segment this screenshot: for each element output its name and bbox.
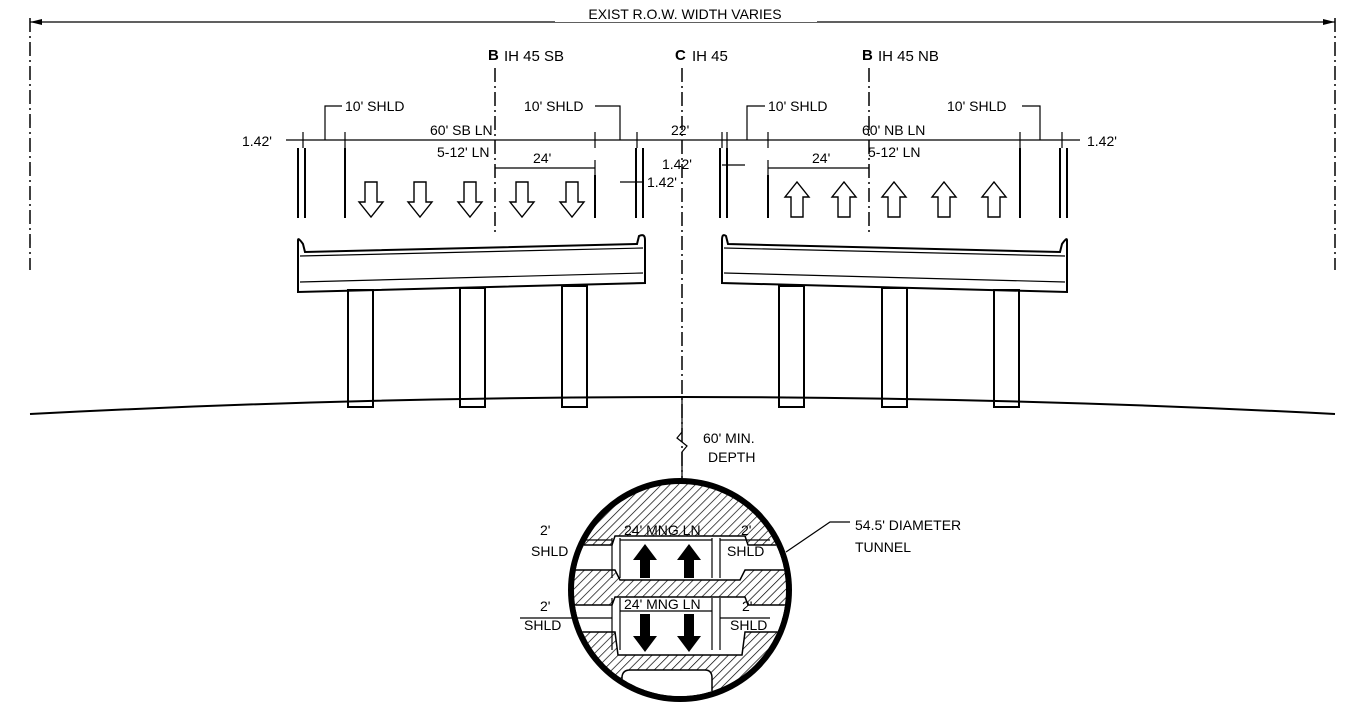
row-width-dimension: EXIST R.O.W. WIDTH VARIES bbox=[29, 4, 1336, 270]
nb-24-label: 24' bbox=[812, 150, 830, 166]
nb-pier bbox=[778, 285, 805, 408]
sb-baseline-label: IH 45 SB bbox=[504, 48, 564, 65]
tunnel: 2' SHLD 24' MNG LN 2' SHLD 2' SHLD 24' M… bbox=[520, 478, 961, 702]
lower-right-shld-label: SHLD bbox=[730, 617, 767, 633]
lower-mng-label: 24' MNG LN bbox=[624, 596, 701, 612]
depth-line1: 60' MIN. bbox=[703, 430, 755, 446]
sb-24-label: 24' bbox=[533, 150, 551, 166]
depth-dimension: 60' MIN. DEPTH bbox=[676, 398, 755, 484]
nb-bridge bbox=[721, 234, 1068, 408]
sb-right-shld-leader bbox=[595, 105, 621, 140]
sb-left-shld-leader bbox=[324, 105, 342, 140]
tunnel-lining bbox=[574, 484, 786, 696]
title-mask bbox=[555, 4, 817, 22]
nb-lanes-label: 60' NB LN bbox=[862, 122, 925, 138]
up-arrow-icon bbox=[633, 544, 657, 578]
nb-left-shld-label: 10' SHLD bbox=[768, 98, 827, 114]
sb-left-shld-label: 10' SHLD bbox=[345, 98, 404, 114]
median-width-label: 22' bbox=[671, 122, 689, 138]
up-arrow-icon bbox=[677, 544, 701, 578]
centerlines: B IH 45 SB C IH 45 B IH 45 NB bbox=[488, 47, 939, 490]
down-arrow-icon bbox=[677, 614, 701, 652]
depth-break-line bbox=[676, 398, 688, 484]
utility-void bbox=[621, 669, 713, 696]
tunnel-label-line2: TUNNEL bbox=[855, 539, 911, 555]
upper-left-shld-width: 2' bbox=[540, 522, 550, 538]
nb-deck bbox=[721, 234, 1068, 294]
sb-left-offset-label: 1.42' bbox=[242, 133, 272, 149]
sb-lane-count-label: 5-12' LN bbox=[437, 144, 489, 160]
down-arrow-icon bbox=[558, 181, 586, 219]
lower-left-shld-width: 2' bbox=[540, 598, 550, 614]
sb-right-shld-label: 10' SHLD bbox=[524, 98, 583, 114]
nb-lane-arrows bbox=[783, 180, 1008, 218]
depth-line2: DEPTH bbox=[708, 449, 755, 465]
nb-lane-count-label: 5-12' LN bbox=[868, 144, 920, 160]
nb-pier bbox=[993, 289, 1020, 408]
upper-mng-label: 24' MNG LN bbox=[624, 522, 701, 538]
ground-line bbox=[29, 396, 1336, 415]
row-left-arrow-icon bbox=[30, 19, 42, 25]
nb-right-offset-label: 1.42' bbox=[1087, 133, 1117, 149]
upper-left-shld-label: SHLD bbox=[531, 543, 568, 559]
up-arrow-icon bbox=[980, 180, 1008, 218]
sb-bridge bbox=[297, 234, 646, 408]
down-arrow-icon bbox=[406, 181, 434, 219]
sb-dimensions: 10' SHLD 10' SHLD 60' SB LN 5-12' LN 1.4… bbox=[242, 98, 642, 176]
sb-deck bbox=[297, 234, 646, 294]
lower-left-shld-label: SHLD bbox=[524, 617, 561, 633]
up-arrow-icon bbox=[783, 180, 811, 218]
up-arrow-icon bbox=[830, 180, 858, 218]
nb-right-shld-leader bbox=[1022, 105, 1041, 140]
nb-right-shld-label: 10' SHLD bbox=[947, 98, 1006, 114]
sb-lanes-label: 60' SB LN bbox=[430, 122, 493, 138]
upper-right-shld-width: 2' bbox=[741, 522, 751, 538]
down-arrow-icon bbox=[456, 181, 484, 219]
down-arrow-icon bbox=[357, 181, 385, 219]
sb-pier bbox=[459, 287, 486, 408]
center-line-label: IH 45 bbox=[692, 48, 728, 65]
down-arrow-icon bbox=[633, 614, 657, 652]
nb-pier bbox=[881, 287, 908, 408]
nb-baseline-symbol: B bbox=[862, 47, 873, 64]
median-left-offset-label: 1.42' bbox=[647, 174, 677, 190]
up-arrow-icon bbox=[930, 180, 958, 218]
row-width-title: EXIST R.O.W. WIDTH VARIES bbox=[588, 6, 781, 22]
center-line-symbol: C bbox=[675, 47, 686, 64]
traffic-barriers bbox=[297, 148, 1068, 218]
nb-baseline-label: IH 45 NB bbox=[878, 48, 939, 65]
sb-baseline-symbol: B bbox=[488, 47, 499, 64]
row-right-arrow-icon bbox=[1323, 19, 1335, 25]
sb-pier bbox=[347, 289, 374, 408]
median-right-offset-label: 1.42' bbox=[662, 156, 692, 172]
median-dimensions: 22' 1.42' 1.42' bbox=[620, 122, 745, 190]
sb-lane-arrows bbox=[357, 181, 586, 219]
up-arrow-icon bbox=[880, 180, 908, 218]
upper-right-shld-label: SHLD bbox=[727, 543, 764, 559]
down-arrow-icon bbox=[508, 181, 536, 219]
nb-dimensions: 10' SHLD 10' SHLD 60' NB LN 5-12' LN 1.4… bbox=[722, 98, 1117, 176]
nb-left-shld-leader bbox=[746, 105, 765, 140]
lower-right-shld-width: 2' bbox=[742, 598, 752, 614]
sb-pier bbox=[561, 285, 588, 408]
tunnel-leader bbox=[785, 521, 850, 553]
tunnel-label-line1: 54.5' DIAMETER bbox=[855, 517, 961, 533]
